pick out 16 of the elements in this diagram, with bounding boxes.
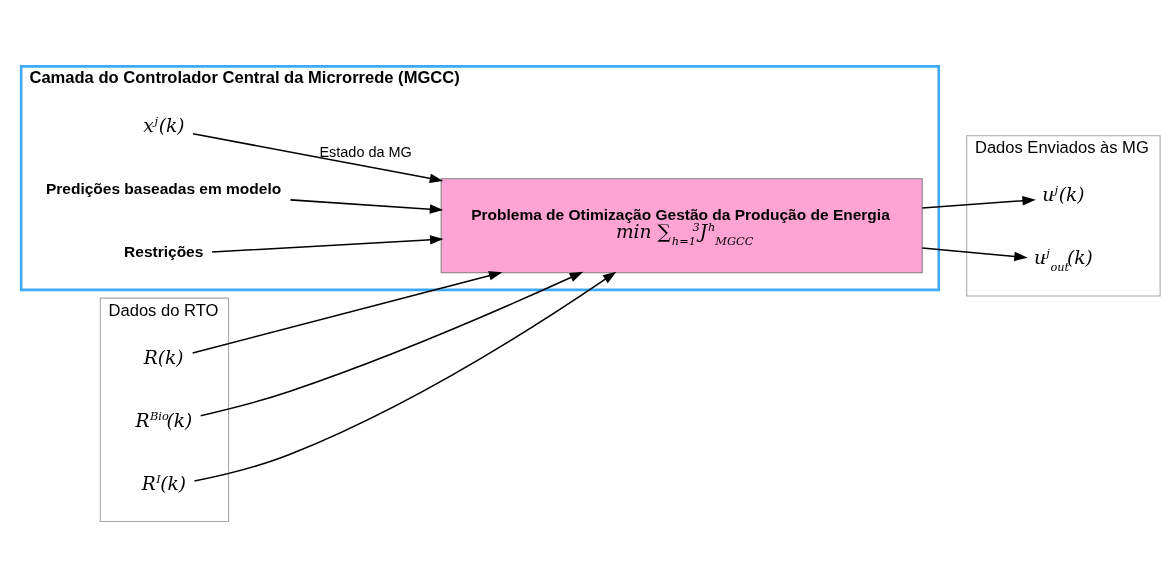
arrow: [211, 234, 444, 253]
node-text: R$^{Bio}$(k): [135, 408, 193, 431]
arrow: [192, 132, 444, 183]
node-text: x$^{j}$(k): [143, 113, 185, 136]
arrow: [289, 198, 444, 214]
node-text: Predições baseadas em modelo: [45, 179, 282, 197]
node-text: R(k): [143, 346, 184, 368]
node-text: Restrições: [124, 242, 204, 260]
arrow: [199, 271, 584, 416]
arrow: [921, 246, 1028, 261]
edge-label: Estado da MG: [319, 143, 412, 160]
node-text: u$^{j}$(k): [1042, 182, 1085, 205]
node-text: u$^{j}$$_{out}$(k): [1033, 245, 1093, 274]
arrow: [193, 271, 617, 482]
arrow: [191, 270, 503, 354]
node-text: R$^{I}$(k): [141, 471, 187, 494]
